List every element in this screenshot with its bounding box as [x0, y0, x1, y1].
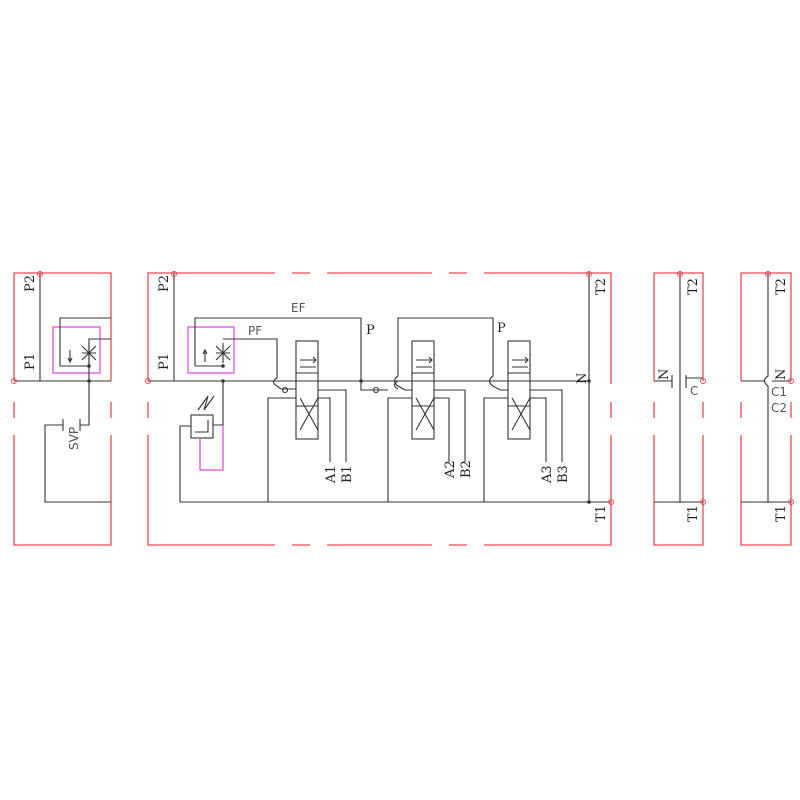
panel-inlet: P2 P1 SVP	[11, 271, 112, 546]
label-n: N	[575, 373, 590, 384]
label-n: N	[657, 369, 672, 380]
port-a1: A1	[324, 465, 339, 484]
label-t1: T1	[774, 505, 789, 522]
label-t2: T2	[774, 278, 789, 295]
ef-pf-lines	[194, 317, 362, 390]
panel-outline	[653, 272, 704, 546]
label-p1: P1	[23, 353, 38, 370]
spool-valve-1	[267, 340, 347, 502]
label-t1: T1	[686, 505, 701, 522]
pilot-box	[187, 326, 235, 374]
label-p: P	[366, 323, 375, 338]
port-a3: A3	[540, 465, 555, 484]
label-t2: T2	[686, 278, 701, 295]
label-t2: T2	[594, 278, 609, 295]
label-ef: EF	[291, 301, 306, 315]
check-valve-icon	[281, 386, 289, 394]
check-lines	[281, 380, 399, 391]
port-a2: A2	[443, 460, 458, 479]
panel-outline	[147, 272, 612, 546]
flow-control-icon	[67, 343, 97, 364]
flow-control-icon	[202, 343, 231, 363]
panel-main: P2 P1 EF PF P P N T2 T1 A1 B1 A2 B2 A3 B…	[145, 271, 614, 546]
port-b3: B3	[556, 465, 571, 483]
pilot-line	[199, 425, 224, 471]
label-c: C	[690, 384, 698, 398]
label-p1: P1	[157, 353, 172, 370]
spring-icon	[197, 395, 215, 411]
check-valve-icon	[372, 386, 380, 394]
svp-line	[44, 317, 111, 503]
label-t1: T1	[594, 505, 609, 522]
panel-outline	[13, 272, 112, 546]
port-b2: B2	[459, 460, 474, 478]
label-p: P	[497, 321, 506, 336]
label-p2: P2	[23, 275, 38, 292]
label-p2: P2	[157, 275, 172, 292]
port-b1: B1	[340, 465, 355, 483]
label-n: N	[774, 369, 789, 380]
spool-valve-2	[387, 340, 466, 502]
main-lines	[148, 273, 611, 503]
p-lines	[14, 273, 111, 382]
label-c1: C1	[771, 385, 787, 399]
panel-end-c: N C T2 T1	[653, 271, 706, 546]
spool-valve-3	[483, 340, 563, 502]
relief-valve	[190, 414, 214, 439]
label-svp: SVP	[67, 427, 81, 450]
p-loop	[397, 317, 508, 391]
label-pf: PF	[248, 324, 262, 338]
relief-line	[179, 381, 224, 502]
pilot-box	[52, 326, 101, 374]
label-c2: C2	[771, 401, 787, 415]
panel-end-c1c2: N C1 C2 T2 T1	[740, 271, 794, 546]
